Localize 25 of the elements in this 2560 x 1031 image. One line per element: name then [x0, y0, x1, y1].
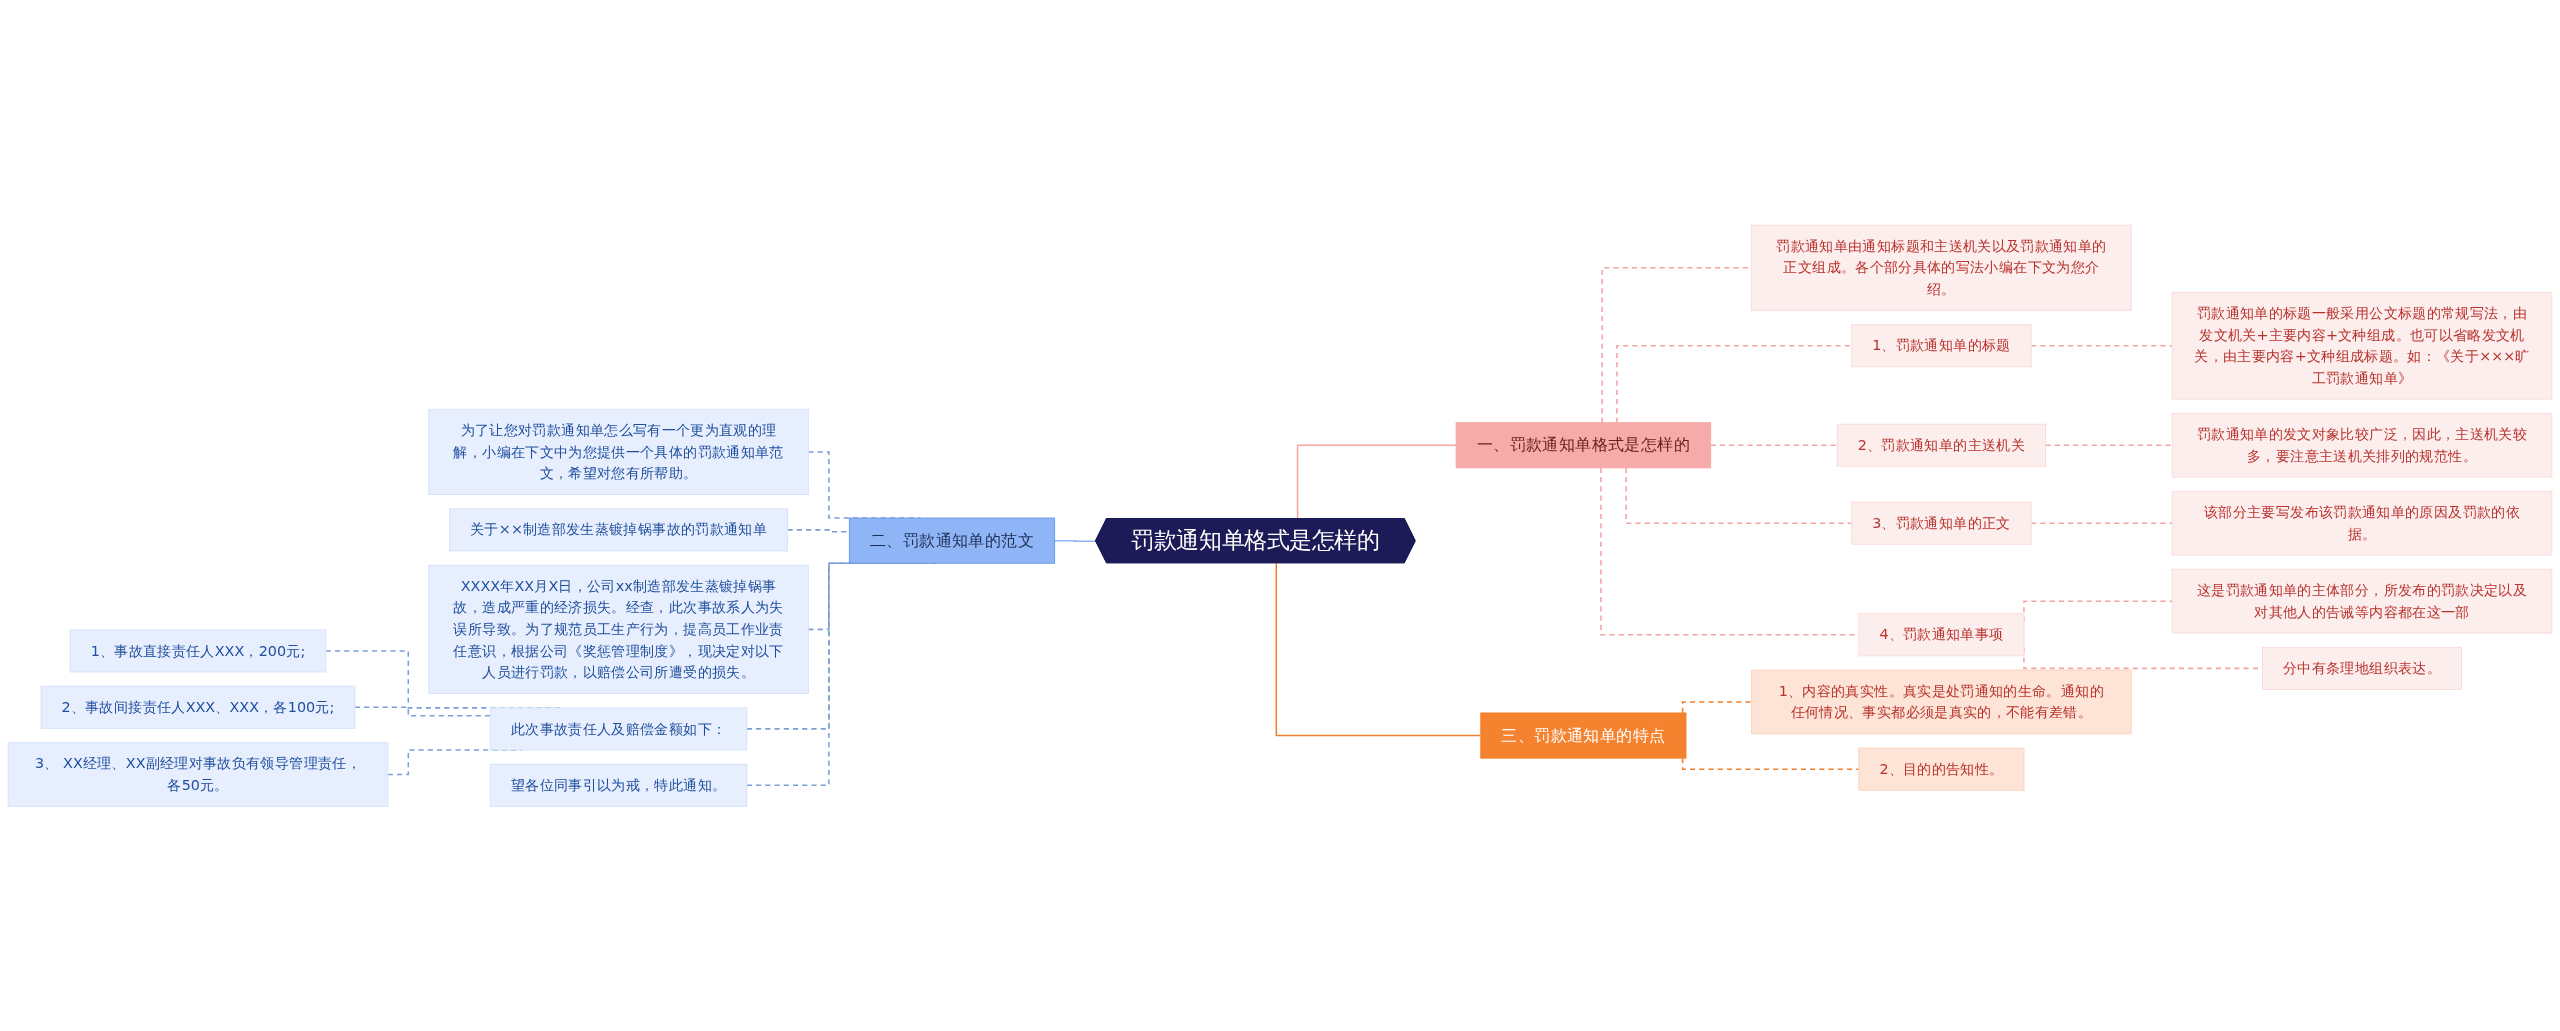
connector [1681, 757, 1860, 770]
node-box: 2、事故间接责任人XXX、XXX，各100元; [40, 685, 356, 729]
node-box: 3、 XX经理、XX副经理对事故负有领导管理责任，各50元。 [7, 741, 389, 807]
node-box: 该部分主要写发布该罚款通知单的原因及罚款的依据。 [2171, 490, 2553, 556]
node-box: 三、罚款通知单的特点 [1480, 712, 1687, 759]
node-box: 1、事故直接责任人XXX，200元; [69, 629, 327, 673]
node-box: 关于××制造部发生蒸镀掉锅事故的罚款通知单 [449, 508, 789, 552]
node-box: 望各位同事引以为戒，特此通知。 [489, 763, 748, 807]
node-box: XXXX年XX月X日，公司xx制造部发生蒸镀掉锅事故，造成严重的经济损失。经查，此次事故系人为失误所导致。为了规范员工生产行为，提高员工作业责任意识，根据公司《奖惩管理制度》，现决定对以下人员进行罚款，以赔偿公司所遭受的损失。 [428, 564, 809, 694]
node-box: 罚款通知单的标题一般采用公文标题的常规写法，由发文机关+主要内容+文种组成。也可以省略发文机关，由主要内容+文种组成标题。如：《关于×××旷工罚款通知单》 [2171, 291, 2553, 400]
node-box: 罚款通知单的发文对象比较广泛，因此，主送机关较多，要注意主送机关排列的规范性。 [2171, 412, 2553, 478]
node-box: 为了让您对罚款通知单怎么写有一个更为直观的理解，小编在下文中为您提供一个具体的罚款通知单范文，希望对您有所帮助。 [428, 408, 809, 495]
node-box: 分中有条理地组织表达。 [2261, 646, 2462, 690]
connector [1296, 444, 1457, 520]
node-box: 一、罚款通知单格式是怎样的 [1455, 421, 1712, 469]
node-box: 1、内容的真实性。真实是处罚通知的生命。通知的任何情况、事实都必须是真实的，不能有差错。 [1751, 669, 2132, 734]
node-box: 3、罚款通知单的正文 [1851, 501, 2032, 545]
node-box: 二、罚款通知单的范文 [848, 517, 1056, 564]
node-box: 2、目的的告知性。 [1858, 747, 2025, 791]
node-box: 1、罚款通知单的标题 [1851, 323, 2032, 367]
node-box: 这是罚款通知单的主体部分，所发布的罚款决定以及对其他人的告诫等内容都在这一部 [2171, 568, 2553, 634]
node-box: 罚款通知单由通知标题和主送机关以及罚款通知单的正文组成。各个部分具体的写法小编在下文为您介绍。 [1751, 224, 2132, 311]
node-box: 2、罚款通知单的主送机关 [1836, 423, 2046, 467]
node-box: 此次事故责任人及赔偿金额如下： [489, 707, 748, 751]
node-box: 4、罚款通知单事项 [1858, 612, 2025, 657]
